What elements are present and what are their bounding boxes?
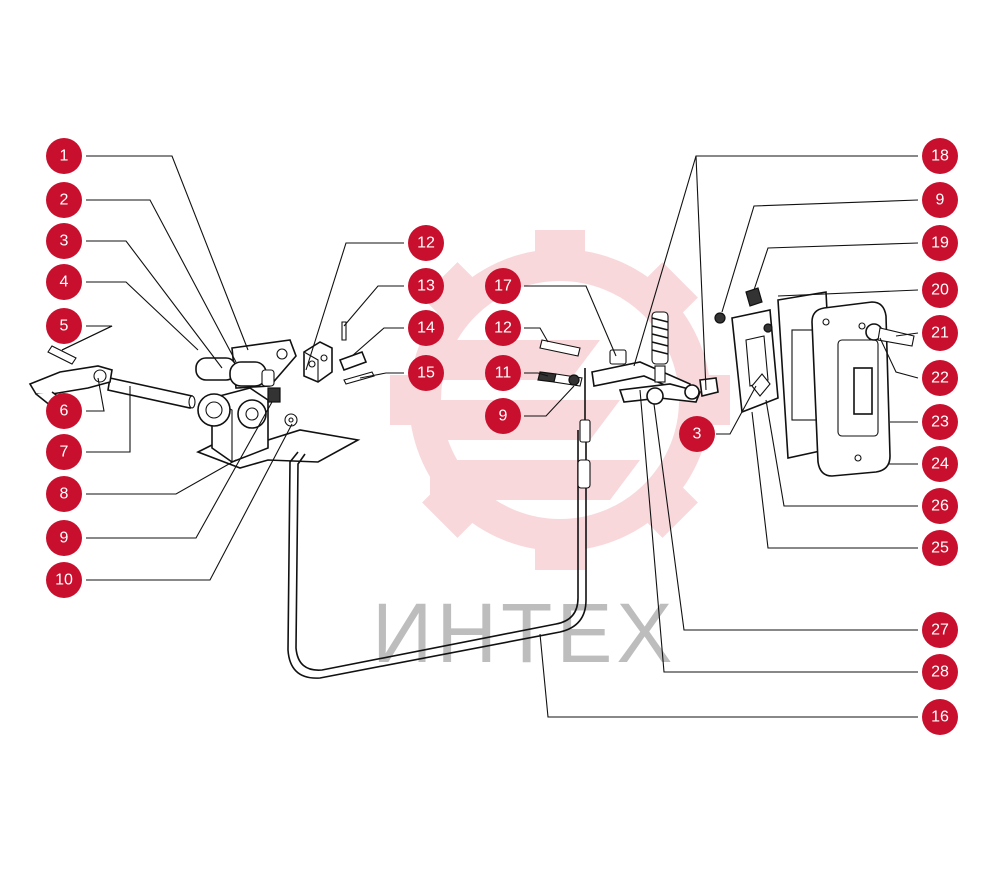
callout-5: 5 xyxy=(46,308,82,344)
callout-13: 13 xyxy=(408,268,444,304)
svg-text:6: 6 xyxy=(60,403,69,420)
svg-text:17: 17 xyxy=(494,278,512,295)
svg-text:14: 14 xyxy=(417,320,435,337)
callout-3: 3 xyxy=(46,223,82,259)
callout-9-center: 9 xyxy=(485,398,521,434)
watermark-text: ИНТЕХ xyxy=(372,586,676,680)
callout-9-right: 9 xyxy=(922,182,958,218)
callout-12-left: 12 xyxy=(408,225,444,261)
callout-3-right: 3 xyxy=(679,416,715,452)
callout-18: 18 xyxy=(922,138,958,174)
callout-1: 1 xyxy=(46,138,82,174)
callout-15: 15 xyxy=(408,355,444,391)
callout-11: 11 xyxy=(485,355,521,391)
svg-text:4: 4 xyxy=(60,274,69,291)
callout-9-left: 9 xyxy=(46,520,82,556)
svg-text:23: 23 xyxy=(931,414,949,431)
svg-text:12: 12 xyxy=(494,320,512,337)
svg-text:28: 28 xyxy=(931,664,949,681)
svg-text:3: 3 xyxy=(60,233,69,250)
svg-text:16: 16 xyxy=(931,709,949,726)
callout-8: 8 xyxy=(46,476,82,512)
callout-24: 24 xyxy=(922,446,958,482)
callout-25: 25 xyxy=(922,530,958,566)
left-bracket-assembly xyxy=(28,321,375,469)
svg-text:7: 7 xyxy=(60,444,69,461)
callout-20: 20 xyxy=(922,272,958,308)
svg-text:20: 20 xyxy=(931,282,949,299)
callout-12-center: 12 xyxy=(485,310,521,346)
leader-lines xyxy=(61,155,919,718)
callout-22: 22 xyxy=(922,360,958,396)
svg-text:21: 21 xyxy=(931,325,949,342)
callout-7: 7 xyxy=(46,434,82,470)
svg-text:26: 26 xyxy=(931,498,949,515)
callout-19: 19 xyxy=(922,225,958,261)
callout-17: 17 xyxy=(485,268,521,304)
callouts: 1 2 3 4 5 6 7 8 9 10 12 13 14 15 17 12 1… xyxy=(46,138,958,735)
svg-text:18: 18 xyxy=(931,148,949,165)
svg-text:3: 3 xyxy=(693,426,702,443)
callout-10: 10 xyxy=(46,562,82,598)
svg-text:12: 12 xyxy=(417,235,435,252)
svg-text:15: 15 xyxy=(417,365,435,382)
callout-6: 6 xyxy=(46,393,82,429)
svg-text:19: 19 xyxy=(931,235,949,252)
callout-23: 23 xyxy=(922,404,958,440)
callout-26: 26 xyxy=(922,488,958,524)
spring xyxy=(651,311,669,383)
svg-text:24: 24 xyxy=(931,456,949,473)
cable xyxy=(287,368,591,679)
svg-text:10: 10 xyxy=(55,572,73,589)
callout-4: 4 xyxy=(46,264,82,300)
svg-text:25: 25 xyxy=(931,540,949,557)
right-latch-assembly xyxy=(714,287,915,477)
svg-text:9: 9 xyxy=(936,192,945,209)
svg-text:2: 2 xyxy=(60,192,69,209)
callout-14: 14 xyxy=(408,310,444,346)
svg-text:22: 22 xyxy=(931,370,949,387)
svg-text:27: 27 xyxy=(931,622,949,639)
callout-27: 27 xyxy=(922,612,958,648)
callout-2: 2 xyxy=(46,182,82,218)
callout-21: 21 xyxy=(922,315,958,351)
svg-text:1: 1 xyxy=(60,148,69,165)
svg-text:8: 8 xyxy=(60,486,69,503)
svg-text:11: 11 xyxy=(495,365,512,382)
svg-text:9: 9 xyxy=(499,408,508,425)
center-linkage xyxy=(537,311,719,405)
svg-text:5: 5 xyxy=(60,318,69,335)
svg-text:13: 13 xyxy=(417,278,435,295)
callout-28: 28 xyxy=(922,654,958,690)
svg-text:9: 9 xyxy=(60,530,69,547)
callout-16: 16 xyxy=(922,699,958,735)
